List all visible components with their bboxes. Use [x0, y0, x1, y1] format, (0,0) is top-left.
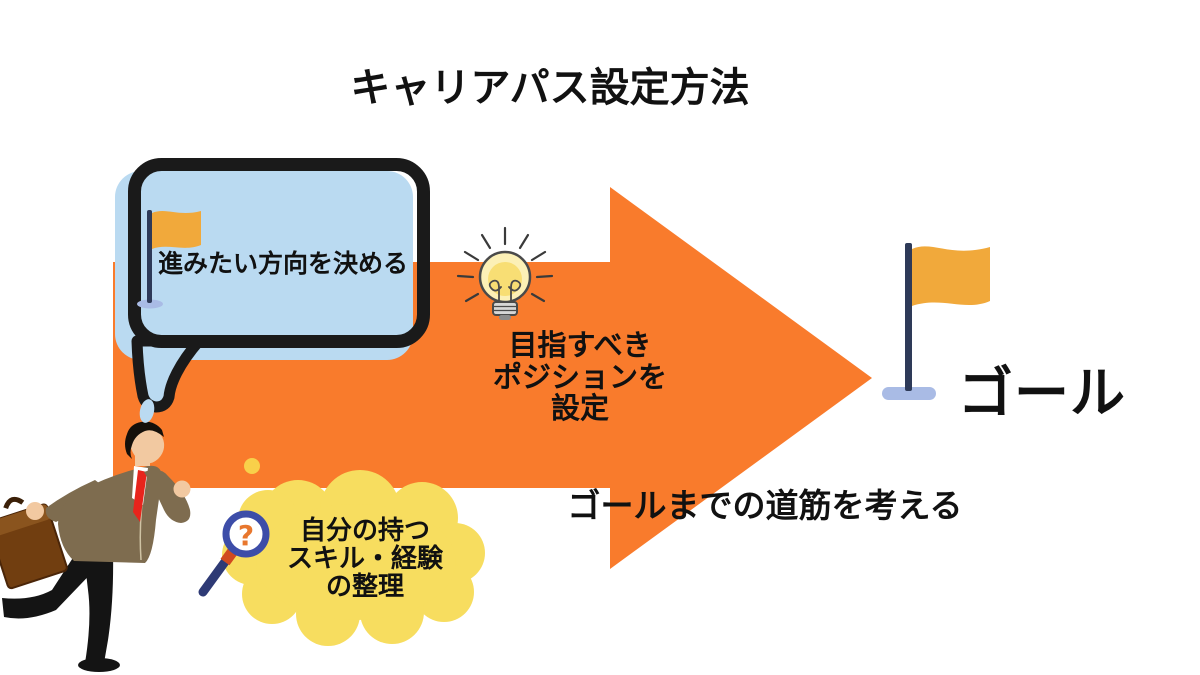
- businessman-illustration: [0, 421, 191, 672]
- skills-step-line-1: 自分の持つ: [299, 516, 430, 546]
- skills-step-line-3: の整理: [325, 572, 404, 602]
- speech-bubble-label: 進みたい方向を決める: [158, 249, 409, 278]
- skills-step-line-2: スキル・経験: [286, 544, 443, 574]
- speech-bubble: [115, 158, 430, 423]
- question-mark-glyph: ?: [238, 519, 254, 552]
- path-note: ゴールまでの道筋を考える: [567, 486, 963, 525]
- position-step-line-3: 設定: [550, 391, 609, 425]
- magnifier-question-icon: ?: [198, 510, 270, 597]
- page-title: キャリアパス設定方法: [350, 65, 750, 111]
- flag-icon: [137, 210, 201, 309]
- thought-dot: [244, 458, 260, 474]
- lightbulb-icon: [456, 226, 554, 320]
- position-step-line-2: ポジションを: [492, 359, 667, 394]
- goal-label: ゴール: [958, 361, 1127, 425]
- goal-flag-icon: [882, 243, 990, 400]
- position-step-text: 目指すべき ポジションを 設定: [455, 328, 705, 425]
- position-step-line-1: 目指すべき: [508, 328, 652, 362]
- skills-step-text: 自分の持つ スキル・経験 の整理: [258, 517, 472, 601]
